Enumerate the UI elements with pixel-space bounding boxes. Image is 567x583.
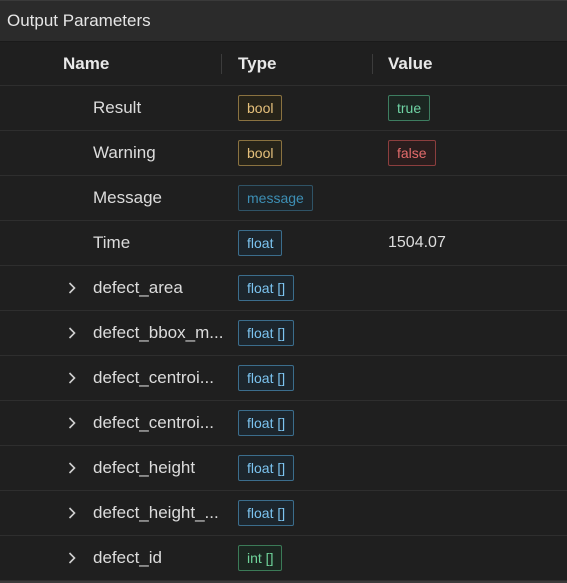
type-badge: bool <box>238 140 283 166</box>
type-cell: float [] <box>238 446 372 490</box>
column-header-name-label: Name <box>63 53 110 73</box>
column-header-name[interactable]: Name <box>0 42 222 85</box>
name-cell: defect_height_... <box>0 491 222 535</box>
parameters-table: Name Type Value Result bool true Warning <box>0 42 567 581</box>
name-cell: defect_area <box>0 266 222 310</box>
type-cell: float [] <box>238 356 372 400</box>
panel-title: Output Parameters <box>7 11 151 30</box>
table-row-defect-centroi[interactable]: defect_centroi... float [] <box>0 401 567 446</box>
column-header-value[interactable]: Value <box>388 42 432 85</box>
name-cell: Time <box>0 221 222 265</box>
table-row-defect-id[interactable]: defect_id int [] <box>0 536 567 581</box>
type-cell: float [] <box>238 401 372 445</box>
parameter-name: Message <box>93 188 162 207</box>
value-cell: 1504.07 <box>388 221 446 265</box>
parameter-name: Result <box>93 98 142 117</box>
type-cell: float [] <box>238 311 372 355</box>
value-badge: true <box>388 95 431 121</box>
table-row-time[interactable]: Time float 1504.07 <box>0 221 567 266</box>
name-cell: defect_centroi... <box>0 401 222 445</box>
table-row-defect-height[interactable]: defect_height_... float [] <box>0 491 567 536</box>
column-divider[interactable] <box>221 54 222 74</box>
type-badge: float [] <box>238 500 295 526</box>
name-cell: defect_height <box>0 446 222 490</box>
name-cell: Message <box>0 176 222 220</box>
parameter-name: defect_height_... <box>93 503 219 522</box>
name-cell: Result <box>0 86 222 130</box>
chevron-right-icon[interactable] <box>66 507 78 519</box>
name-cell: defect_bbox_m... <box>0 311 224 355</box>
column-header-type-label: Type <box>238 53 277 73</box>
table-row-defect-area[interactable]: defect_area float [] <box>0 266 567 311</box>
table-body: Result bool true Warning bool false Mess… <box>0 86 567 581</box>
type-badge: float [] <box>238 455 295 481</box>
chevron-right-icon[interactable] <box>66 552 78 564</box>
value-holder: true <box>388 95 431 121</box>
panel-header[interactable]: Output Parameters <box>0 1 567 42</box>
parameter-name: defect_centroi... <box>93 368 214 387</box>
name-cell: defect_id <box>0 536 222 580</box>
type-cell: bool <box>238 131 372 175</box>
chevron-right-icon[interactable] <box>66 372 78 384</box>
parameter-name: defect_bbox_m... <box>93 323 224 342</box>
table-row-warning[interactable]: Warning bool false <box>0 131 567 176</box>
table-row-defect-height[interactable]: defect_height float [] <box>0 446 567 491</box>
type-badge: float [] <box>238 320 295 346</box>
table-row-result[interactable]: Result bool true <box>0 86 567 131</box>
type-badge: float [] <box>238 410 295 436</box>
type-badge: float [] <box>238 365 295 391</box>
type-cell: float [] <box>238 491 372 535</box>
chevron-right-icon[interactable] <box>66 462 78 474</box>
type-badge: bool <box>238 95 283 121</box>
value-holder: 1504.07 <box>388 234 446 252</box>
value-cell: false <box>388 131 436 175</box>
table-row-message[interactable]: Message message <box>0 176 567 221</box>
value-holder: false <box>388 140 436 166</box>
value-badge: false <box>388 140 436 166</box>
type-badge: int [] <box>238 545 283 571</box>
type-badge: float <box>238 230 283 256</box>
type-badge: float [] <box>238 275 295 301</box>
parameter-name: defect_centroi... <box>93 413 214 432</box>
type-cell: float <box>238 221 372 265</box>
chevron-right-icon[interactable] <box>66 282 78 294</box>
value-text: 1504.07 <box>388 234 446 251</box>
parameter-name: Warning <box>93 143 156 162</box>
value-cell: true <box>388 86 431 130</box>
table-row-defect-centroi[interactable]: defect_centroi... float [] <box>0 356 567 401</box>
panel-bottom-border <box>0 581 567 583</box>
type-cell: message <box>238 176 372 220</box>
type-badge: message <box>238 185 313 211</box>
type-cell: int [] <box>238 536 372 580</box>
parameter-name: defect_area <box>93 278 183 297</box>
parameter-name: Time <box>93 233 131 252</box>
column-header-value-label: Value <box>388 53 433 73</box>
name-cell: Warning <box>0 131 222 175</box>
table-row-defect-bbox-m[interactable]: defect_bbox_m... float [] <box>0 311 567 356</box>
column-header-type[interactable]: Type <box>238 42 372 85</box>
parameter-name: defect_id <box>93 548 162 567</box>
name-cell: defect_centroi... <box>0 356 222 400</box>
chevron-right-icon[interactable] <box>66 327 78 339</box>
type-cell: bool <box>238 86 372 130</box>
column-divider[interactable] <box>372 54 373 74</box>
table-header-row: Name Type Value <box>0 42 567 86</box>
parameter-name: defect_height <box>93 458 196 477</box>
chevron-right-icon[interactable] <box>66 417 78 429</box>
type-cell: float [] <box>238 266 372 310</box>
